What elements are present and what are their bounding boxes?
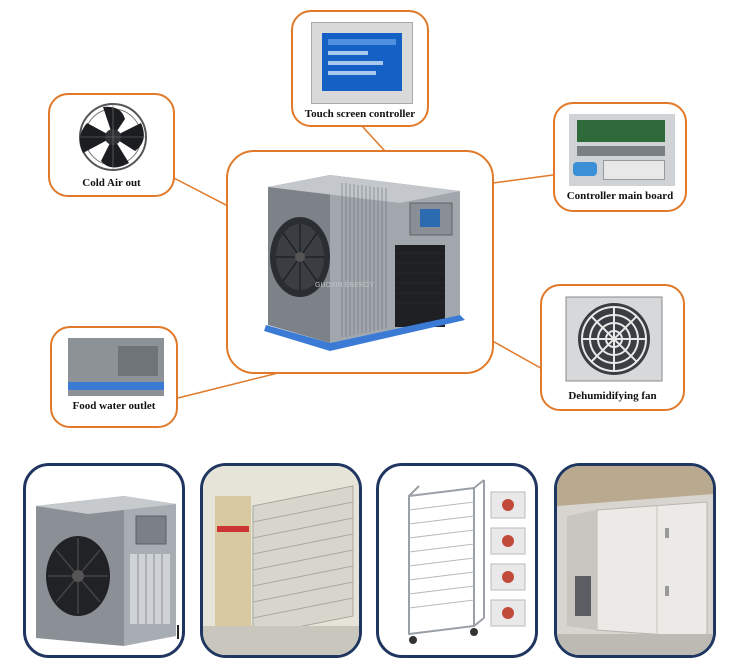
callout-main-board: Controller main board [553,102,687,212]
brand-watermark-text: GUOXIN ENERGY [315,282,374,289]
heat-pump-dryer-image: GUOXIN ENERGY [264,175,465,351]
drying-room-image [557,466,713,655]
small-marker [177,625,179,639]
insulation-panels-image [203,466,359,655]
dehumidifying-fan-image [565,296,663,382]
food-water-outlet-label: Food water outlet [72,400,156,412]
dryer-unit-image [36,496,176,646]
photo-card-drying-room [554,463,716,658]
drying-trolley-image [408,479,526,644]
touch-screen-label: Touch screen controller [304,108,416,120]
callout-dehumidifying-fan: Dehumidifying fan [540,284,685,411]
callout-touch-screen: Touch screen controller [291,10,429,127]
dehumidifying-fan-label: Dehumidifying fan [568,390,657,402]
photo-card-insulation-panels [200,463,362,658]
main-board-label: Controller main board [566,190,674,202]
photo-card-dryer-unit [23,463,185,658]
callout-cold-air-out: Cold Air out [48,93,175,197]
food-water-outlet-image [68,338,164,396]
touch-screen-image [311,22,413,104]
main-board-image [569,114,675,186]
axial-fan-image [79,103,147,171]
cold-air-out-label: Cold Air out [82,177,141,189]
callout-food-water-outlet: Food water outlet [50,326,178,428]
photo-card-drying-trolley [376,463,538,658]
